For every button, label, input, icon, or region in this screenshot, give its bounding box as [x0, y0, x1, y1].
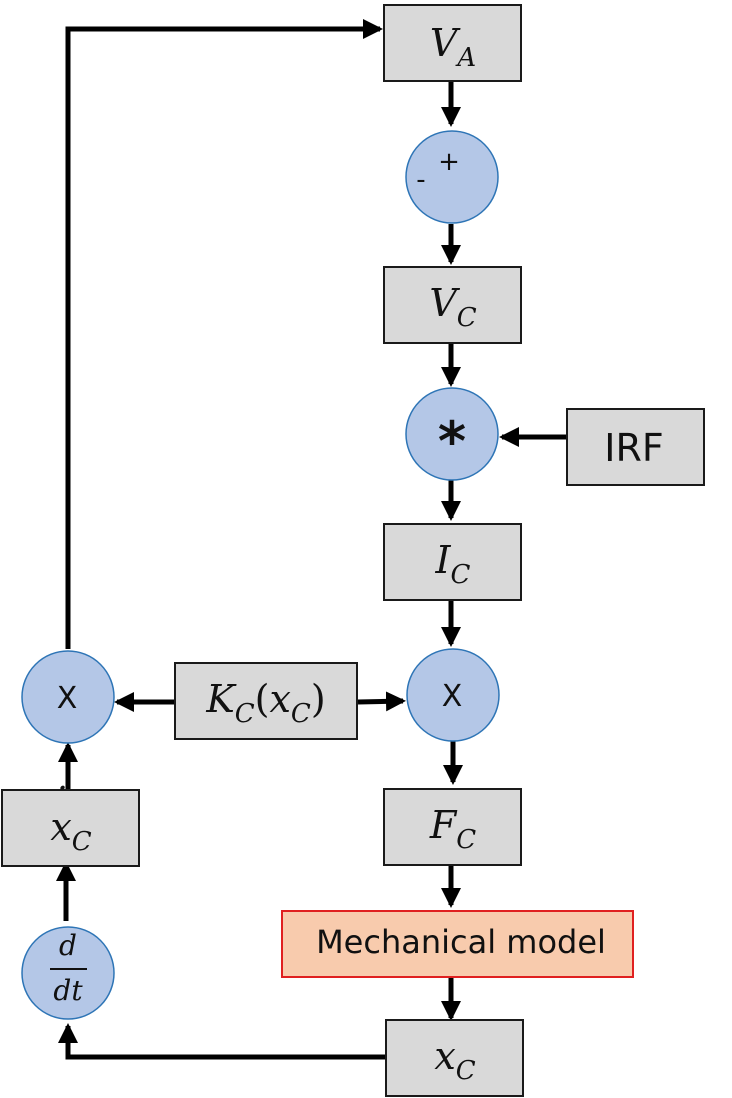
block-fc: FC	[383, 788, 522, 866]
minus-sign: -	[416, 165, 425, 195]
block-kc: KC(xC)	[174, 662, 358, 740]
block-ic: IC	[383, 523, 522, 601]
mechanical-model-label: Mechanical model	[316, 923, 606, 961]
va-label: VA	[430, 21, 476, 73]
multiplier-node-right: X	[406, 648, 500, 742]
derivative-denominator: dt	[53, 974, 83, 1007]
block-mechanical-model: Mechanical model	[281, 910, 634, 978]
arrow-kc-to-mult-right	[357, 691, 406, 712]
multiplier-node-left: X	[21, 650, 115, 744]
arrow-feedback-to-va	[65, 19, 383, 649]
derivative-node: d dt	[21, 926, 115, 1020]
block-xc: xC	[385, 1019, 524, 1097]
xcdot-accent: ˙	[50, 780, 69, 824]
convolution-symbol: *	[438, 410, 466, 473]
block-va: VA	[383, 4, 522, 82]
connectors	[56, 19, 566, 1060]
xcdot-label: xC	[50, 805, 91, 857]
ic-label: IC	[435, 538, 471, 590]
convolution-node: *	[405, 387, 499, 481]
plus-sign: +	[438, 147, 460, 177]
irf-label: IRF	[604, 426, 663, 470]
block-xc-dot: ˙ xC	[1, 780, 140, 867]
multiply-symbol-right: X	[442, 679, 463, 714]
sum-node: + -	[405, 130, 499, 224]
vc-label: VC	[429, 281, 476, 333]
kc-label: KC(xC)	[205, 677, 325, 729]
xc-label: xC	[434, 1034, 475, 1086]
block-irf: IRF	[566, 408, 705, 486]
block-vc: VC	[383, 266, 522, 344]
arrow-xc-to-deriv	[58, 1023, 385, 1060]
fc-label: FC	[429, 803, 476, 855]
derivative-numerator: d	[59, 929, 77, 962]
multiply-symbol-left: X	[57, 681, 78, 716]
